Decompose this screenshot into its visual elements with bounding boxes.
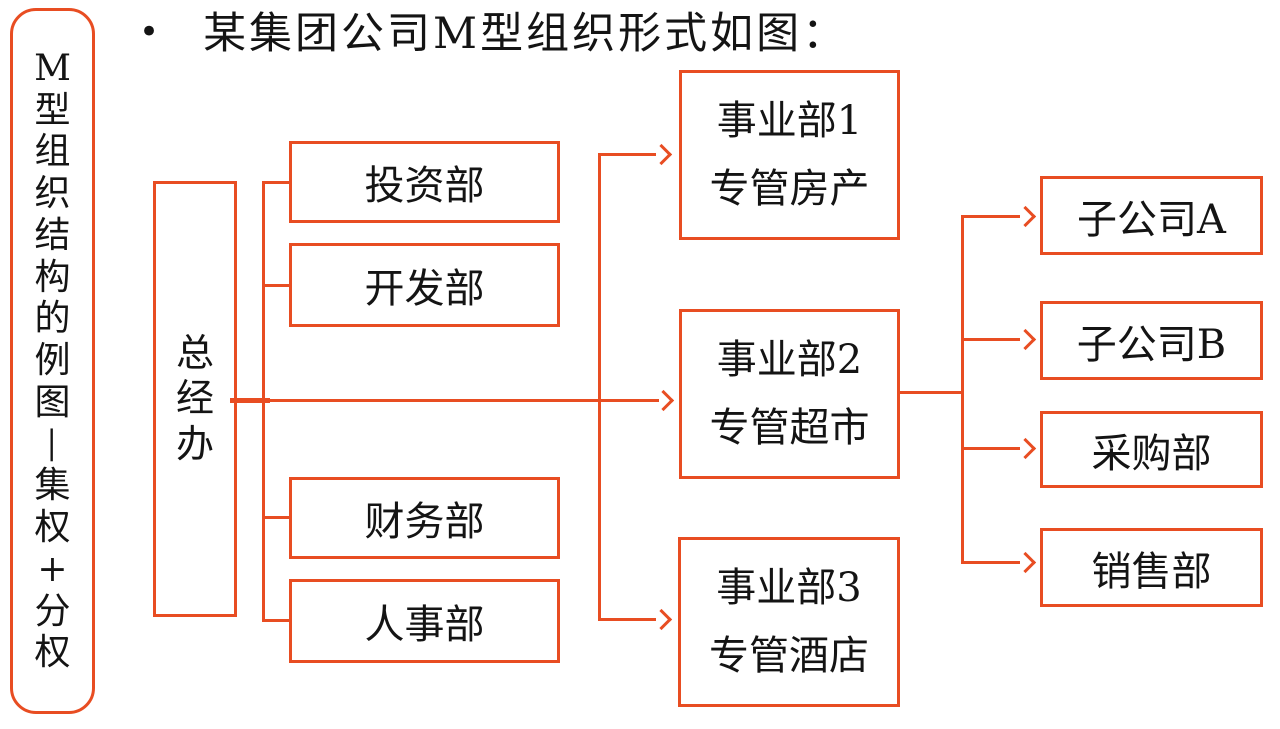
node-division-2: 事业部2 专管超市 (679, 309, 900, 479)
node-subsidiary-a: 子公司A (1040, 176, 1263, 255)
arrowhead-purchasing-icon (1014, 437, 1037, 460)
connector-division2-feed-line (899, 391, 963, 394)
node-division-3-scope: 专管酒店 (709, 633, 869, 679)
node-sales-dept-label: 销售部 (1091, 548, 1212, 595)
node-division-3: 事业部3 专管酒店 (678, 537, 900, 707)
node-investment-dept: 投资部 (289, 141, 560, 223)
node-subsidiary-a-label: 子公司A (1077, 196, 1226, 243)
node-division-1-scope: 专管房产 (709, 166, 870, 212)
arrowhead-division1-icon (650, 143, 673, 166)
node-hr-dept-label: 人事部 (364, 602, 485, 648)
node-investment-dept-label: 投资部 (364, 163, 485, 209)
node-development-dept-label: 开发部 (364, 266, 485, 312)
slide-title-row: • 某集团公司M型组织形式如图： (139, 8, 848, 60)
bullet-icon: • (139, 12, 160, 52)
arrowhead-subsidiary-b-icon (1014, 328, 1037, 351)
connector-to-purchasing-line (962, 447, 1020, 450)
node-sales-dept: 销售部 (1040, 528, 1263, 607)
slide-title: 某集团公司M型组织形式如图： (203, 9, 849, 59)
node-hr-dept: 人事部 (289, 579, 560, 663)
connector-stub-development (262, 284, 289, 287)
node-purchasing-dept: 采购部 (1040, 411, 1263, 488)
arrowhead-division3-icon (650, 608, 673, 631)
connector-right-bracket-vline (961, 215, 964, 564)
arrowhead-sales-icon (1014, 551, 1037, 574)
node-division-2-name: 事业部2 (716, 337, 863, 383)
connector-stub-investment (262, 181, 289, 184)
node-division-2-scope: 专管超市 (709, 405, 870, 451)
connector-division-branch-vline (598, 153, 601, 621)
connector-to-sales-line (962, 561, 1020, 564)
arrowhead-subsidiary-a-icon (1014, 205, 1037, 228)
node-subsidiary-b: 子公司B (1040, 301, 1263, 380)
connector-to-subsidiary-b-line (962, 338, 1020, 341)
connector-to-division3-line (599, 618, 656, 621)
connector-to-division1-line (599, 153, 656, 156)
node-development-dept: 开发部 (289, 243, 560, 327)
connector-stub-hr (262, 619, 289, 622)
node-division-1: 事业部1 专管房产 (679, 70, 900, 240)
node-division-1-name: 事业部1 (716, 98, 863, 144)
arrowhead-division2-icon (652, 389, 675, 412)
connector-to-subsidiary-a-line (962, 215, 1020, 218)
node-division-3-name: 事业部3 (716, 565, 862, 611)
node-purchasing-dept-label: 采购部 (1091, 430, 1212, 477)
node-subsidiary-b-label: 子公司B (1076, 321, 1227, 368)
node-finance-dept-label: 财务部 (364, 499, 485, 545)
node-general-manager-office: 总经办 (153, 181, 237, 617)
node-finance-dept: 财务部 (289, 477, 560, 559)
connector-gm-to-division2-line (233, 399, 659, 402)
connector-stub-finance (262, 516, 289, 519)
node-general-manager-office-label: 总经办 (175, 330, 214, 466)
